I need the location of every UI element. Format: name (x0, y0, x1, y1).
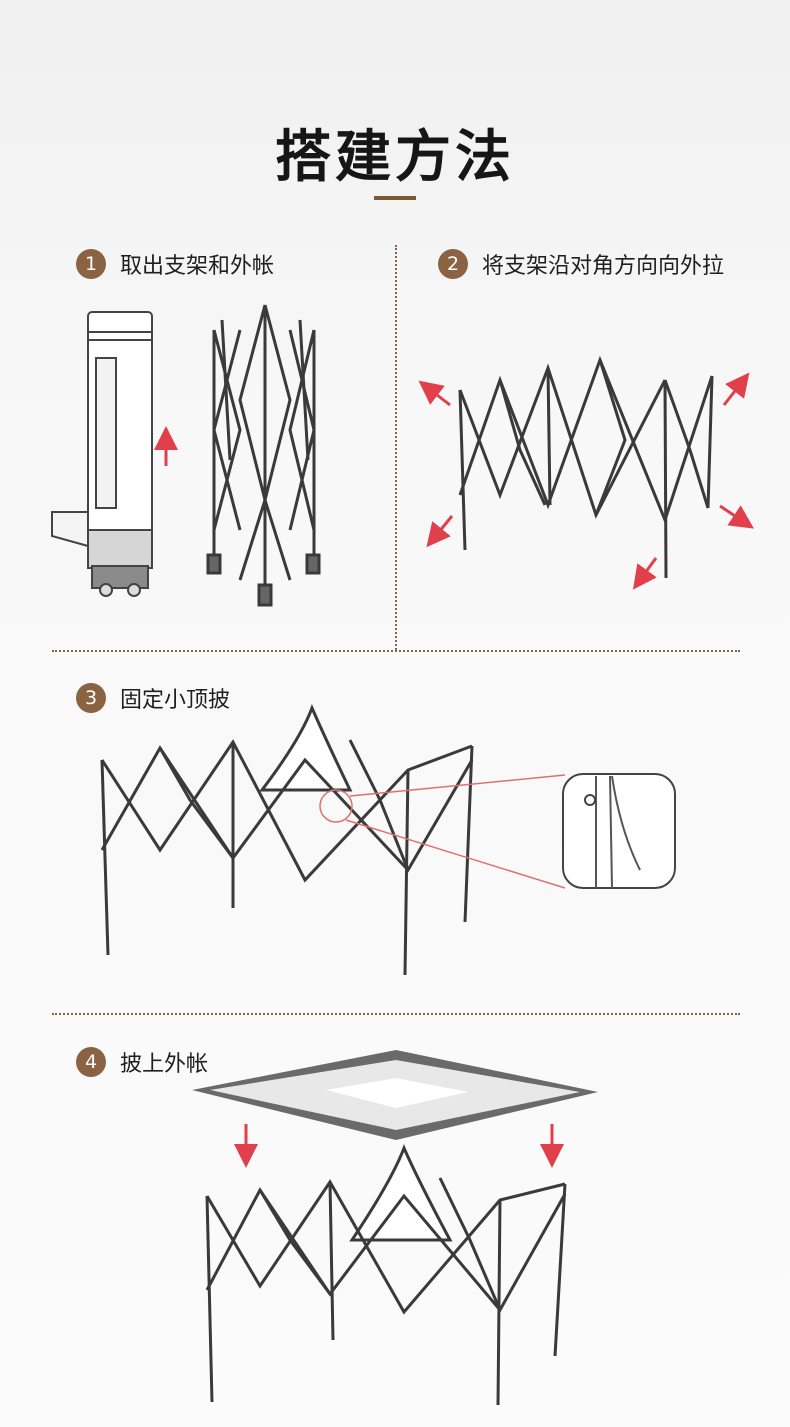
carry-bag-illustration (51, 311, 153, 597)
divider-1 (52, 650, 740, 652)
step-4-number-badge: 4 (76, 1047, 106, 1077)
expanding-frame-illustration (458, 355, 714, 579)
zoom-circle (319, 789, 353, 823)
arrow-pull-down (632, 557, 658, 590)
divider-2 (52, 1013, 740, 1015)
step-4: 4 披上外帐 (76, 1046, 208, 1078)
step-2-number-badge: 2 (438, 249, 468, 279)
step-1-number-badge: 1 (76, 249, 106, 279)
arrow-pull-down-left (426, 515, 454, 548)
arrow-pull-up-right (722, 372, 750, 406)
step-2: 2 将支架沿对角方向向外拉 (438, 248, 724, 280)
step-3-label: 固定小顶披 (120, 688, 231, 713)
title-underline (374, 196, 416, 200)
step-2-label: 将支架沿对角方向向外拉 (482, 254, 725, 279)
step-4-label: 披上外帐 (120, 1052, 209, 1077)
step-1-label: 取出支架和外帐 (120, 254, 275, 279)
step-3-number-badge: 3 (76, 683, 106, 713)
step-1: 1 取出支架和外帐 (76, 248, 274, 280)
arrow-pull-down-right (719, 504, 754, 529)
step-3: 3 固定小顶披 (76, 682, 230, 714)
vertical-divider (395, 245, 397, 650)
frame-illustration (205, 1144, 567, 1406)
detail-zoom-inset (562, 773, 676, 889)
frame-with-top-cover-illustration (100, 704, 474, 976)
folded-frame-illustration (206, 304, 321, 607)
page-title: 搭建方法 (275, 125, 515, 190)
arrow-pull-up-left (418, 380, 451, 407)
canopy-illustration (192, 1050, 598, 1140)
